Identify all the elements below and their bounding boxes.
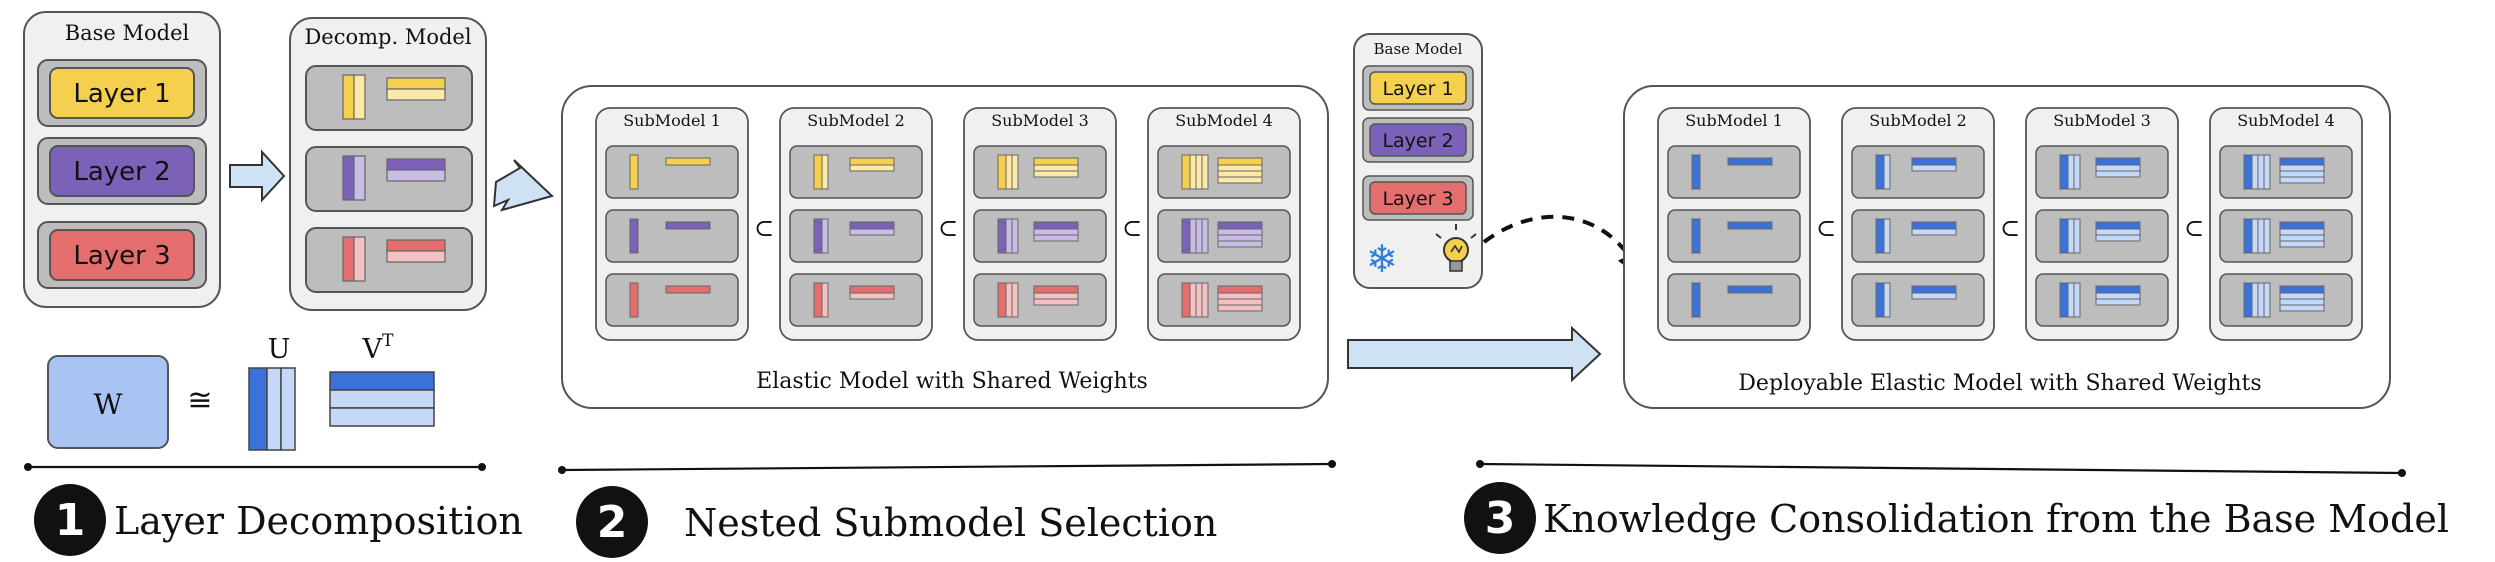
base-layer-2: Layer 2 [37, 137, 207, 205]
snowflake-icon: ❄ [1366, 237, 1398, 281]
frozen-base-model-title: Base Model [1374, 40, 1463, 58]
step-3-rule [1479, 462, 2403, 475]
arrow-base-to-decomp [229, 149, 286, 203]
base-model-title: Base Model [65, 21, 190, 45]
deployable-subset-symbol-2: ⊂ [2000, 214, 2020, 242]
base-layer-3-label: Layer 3 [73, 241, 170, 271]
u-matrix-label: U [268, 334, 291, 365]
decomp-glyph-yellow [342, 74, 446, 120]
arrow-decomp-to-elastic [492, 159, 554, 212]
deployable-submodel-cards: SubModel 1 ⊂ SubModel 2 ⊂ SubModel 3 ⊂ SubMode… [1657, 107, 2363, 341]
step-3-number: 3 [1485, 493, 1516, 544]
elastic-submodel-cards: SubModel 1 ⊂ SubModel 2 ⊂ SubModel 3 ⊂ SubMode… [595, 107, 1301, 341]
step-1-caption: 1 Layer Decomposition [34, 484, 523, 556]
frozen-layer-3: Layer 3 [1362, 175, 1474, 221]
base-layer-1: Layer 1 [37, 59, 207, 127]
decomp-model-title: Decomp. Model [304, 25, 471, 49]
base-model-panel: Base Model Layer 1 Layer 2 Layer 3 [23, 11, 221, 308]
elastic-submodel-2: SubModel 2 [779, 107, 933, 341]
elastic-submodel-3: SubModel 3 [963, 107, 1117, 341]
step-2-label: Nested Submodel Selection [684, 501, 1217, 545]
frozen-base-model-panel: Base Model Layer 1 Layer 2 Layer 3 ❄ [1353, 33, 1483, 289]
elastic-submodel-1-title: SubModel 1 [623, 111, 721, 130]
deployable-submodel-1: SubModel 1 [1657, 107, 1811, 341]
elastic-submodel-3-title: SubModel 3 [991, 111, 1089, 130]
lightbulb-icon [1435, 224, 1477, 272]
deployable-submodel-1-title: SubModel 1 [1685, 111, 1783, 130]
deployable-subset-symbol-1: ⊂ [1816, 214, 1836, 242]
deployable-subset-symbol-3: ⊂ [2184, 214, 2204, 242]
deployable-submodel-2-title: SubModel 2 [1869, 111, 1967, 130]
decomp-glyph-red [342, 236, 446, 282]
decomp-model-panel: Decomp. Model [289, 17, 487, 311]
elastic-submodel-4: SubModel 4 [1147, 107, 1301, 341]
elastic-submodel-4-title: SubModel 4 [1175, 111, 1273, 130]
base-layer-2-label: Layer 2 [73, 157, 170, 187]
step-3-label: Knowledge Consolidation from the Base Mo… [1543, 497, 2449, 541]
elastic-model-panel: Elastic Model with Shared Weights SubMod… [561, 85, 1329, 409]
deployable-submodel-3-title: SubModel 3 [2053, 111, 2151, 130]
frozen-layer-1: Layer 1 [1362, 65, 1474, 111]
step-1-label: Layer Decomposition [114, 499, 523, 543]
elastic-subset-symbol-1: ⊂ [754, 214, 774, 242]
decomp-glyph-purple [342, 155, 446, 201]
vt-matrix-label: VT [362, 331, 395, 365]
base-layer-3: Layer 3 [37, 221, 207, 289]
frozen-layer-2-label: Layer 2 [1382, 130, 1453, 152]
elastic-subset-symbol-3: ⊂ [1122, 214, 1142, 242]
step-3-caption: 3 Knowledge Consolidation from the Base … [1464, 482, 2449, 554]
deployable-submodel-4: SubModel 4 [2209, 107, 2363, 341]
base-layer-1-label: Layer 1 [73, 79, 170, 109]
elastic-subset-symbol-2: ⊂ [938, 214, 958, 242]
elastic-submodel-1: SubModel 1 [595, 107, 749, 341]
deployable-model-caption: Deployable Elastic Model with Shared Wei… [1738, 371, 2261, 396]
distillation-dashed-arrow [1482, 214, 1644, 281]
step-2-caption: 2 Nested Submodel Selection [576, 486, 1217, 558]
deployable-submodel-4-title: SubModel 4 [2237, 111, 2335, 130]
deployable-submodel-3: SubModel 3 [2025, 107, 2179, 341]
step-1-number: 1 [55, 495, 86, 546]
elastic-submodel-2-title: SubModel 2 [807, 111, 905, 130]
frozen-layer-1-label: Layer 1 [1382, 78, 1453, 100]
svd-equation: W ≅ U VT [47, 331, 435, 451]
step-2-rule [561, 462, 1333, 472]
frozen-layer-2: Layer 2 [1362, 117, 1474, 163]
w-matrix-label: W [94, 388, 123, 421]
arrow-elastic-to-deploy [1347, 325, 1602, 383]
deployable-submodel-2: SubModel 2 [1841, 107, 1995, 341]
elastic-model-caption: Elastic Model with Shared Weights [756, 369, 1148, 394]
frozen-layer-3-label: Layer 3 [1382, 188, 1453, 210]
step-2-number: 2 [597, 497, 628, 548]
approx-symbol: ≅ [187, 383, 212, 418]
deployable-model-panel: Deployable Elastic Model with Shared Wei… [1623, 85, 2391, 409]
